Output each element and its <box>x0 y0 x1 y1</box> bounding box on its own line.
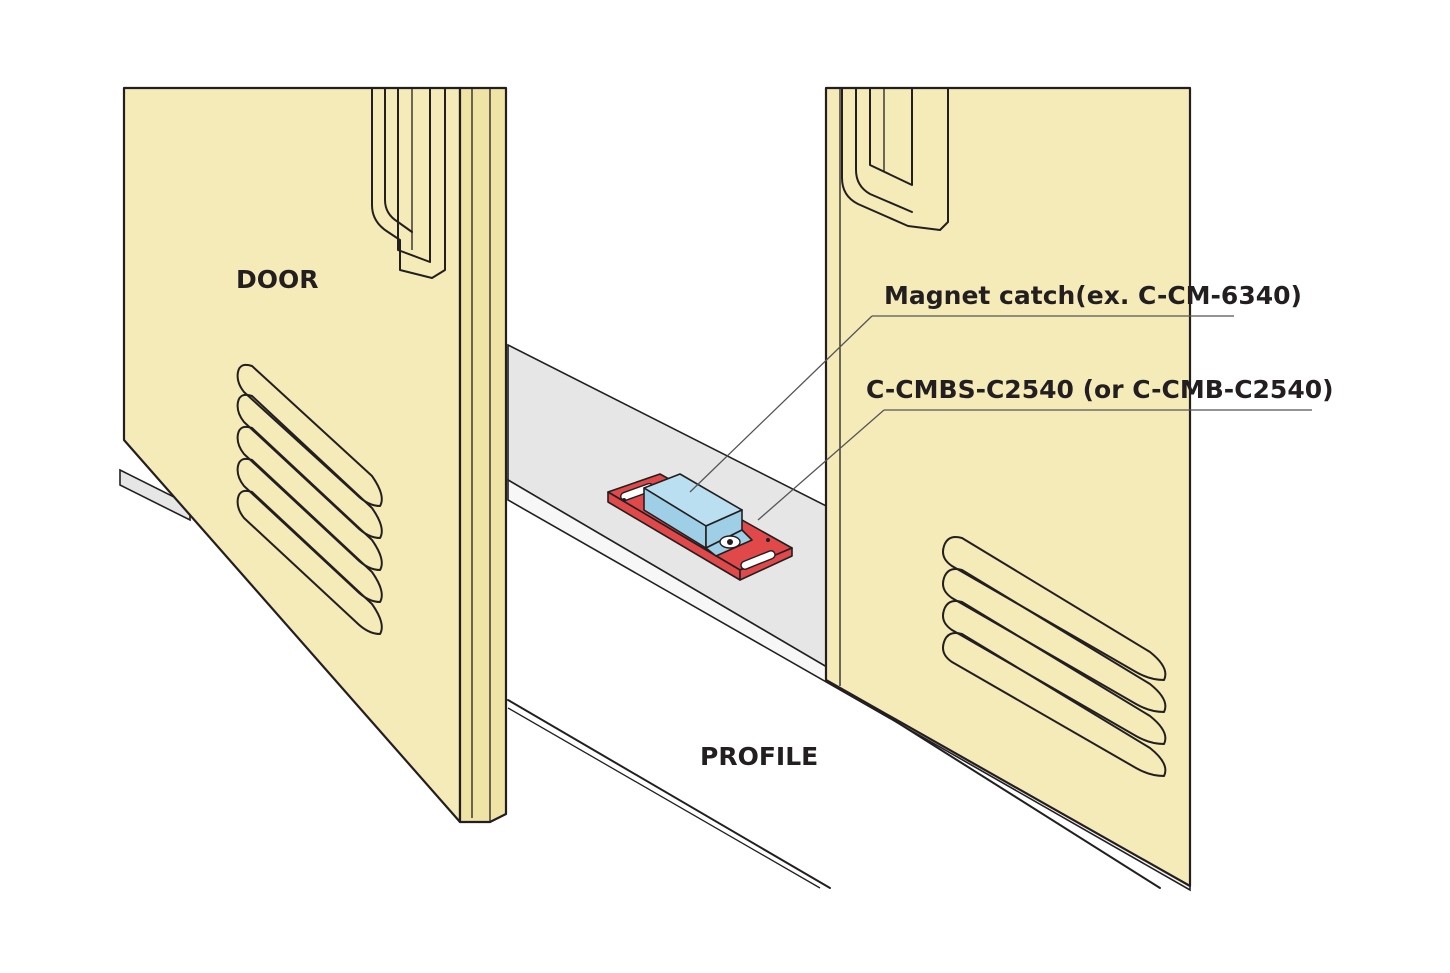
right-door-face <box>824 86 1192 888</box>
left-door <box>122 86 508 824</box>
profile-right-base-line <box>829 679 1161 889</box>
left-door-edge <box>458 86 508 824</box>
plate-label: C-CMBS-C2540 (or C-CMB-C2540) <box>866 375 1334 404</box>
right-door-handle <box>841 87 949 231</box>
plate-slot-right <box>740 550 776 570</box>
left-door-handle <box>371 87 446 279</box>
profile-base-line <box>507 699 831 889</box>
plate-label-code: C-CMB-C2540) <box>1132 375 1333 404</box>
left-door-vents <box>236 363 383 635</box>
leader-magnet-catch <box>689 315 873 493</box>
right-door-vents <box>942 536 1167 777</box>
plate-label-prefix: C-CMBS-C2540 (or <box>866 375 1132 404</box>
right-door <box>824 86 1192 888</box>
profile-label: PROFILE <box>700 742 818 771</box>
left-door-face <box>122 86 462 824</box>
door-label: DOOR <box>236 265 319 294</box>
magnet-catch-label-prefix: Magnet catch(ex. <box>884 281 1138 310</box>
profile-base-line-2 <box>507 707 821 889</box>
profile-left-segment <box>119 468 191 522</box>
magnet-catch-label: Magnet catch(ex. C-CM-6340) <box>884 281 1302 310</box>
magnet-catch <box>607 473 793 581</box>
leader-plate <box>757 409 885 521</box>
magnet-catch-label-code: C-CM-6340) <box>1138 281 1302 310</box>
